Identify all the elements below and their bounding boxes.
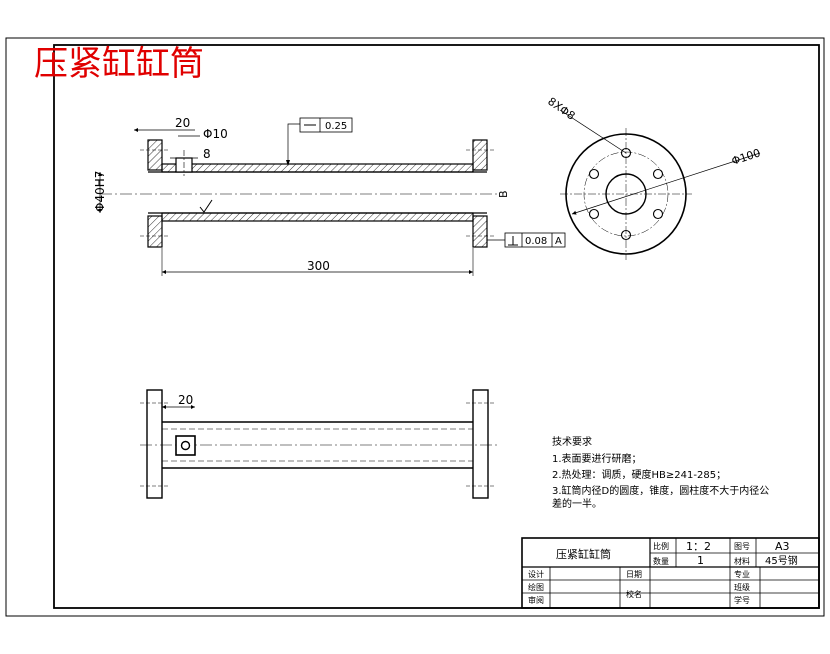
dim-8: 8 bbox=[203, 147, 211, 161]
dim-phi10: Φ10 bbox=[203, 127, 228, 141]
dim-20-top: 20 bbox=[175, 116, 190, 130]
tb-scale-label: 比例 bbox=[653, 541, 669, 551]
dim-8xm8: 8XΦ8 bbox=[545, 95, 577, 123]
tech-line-2: 2.热处理：调质，硬度HB≥241-285； bbox=[552, 468, 726, 481]
tb-review: 审阅 bbox=[528, 595, 544, 605]
dim-20-bottom: 20 bbox=[178, 393, 193, 407]
tb-draw: 绘图 bbox=[528, 582, 544, 592]
inner-border bbox=[53, 44, 820, 609]
front-dimensions: 20 Φ10 8 Φ40H7 300 B 0.25 0.08 A bbox=[93, 116, 566, 276]
tb-name: 压紧缸缸筒 bbox=[556, 547, 611, 561]
flange-end-view: 8XΦ8 Φ100 bbox=[545, 95, 762, 260]
front-section-view bbox=[100, 139, 500, 248]
tb-school: 校名 bbox=[626, 589, 642, 599]
straightness-value: 0.25 bbox=[325, 121, 347, 132]
top-view: 20 bbox=[140, 389, 500, 499]
tb-date: 日期 bbox=[626, 570, 642, 579]
dim-phi100: Φ100 bbox=[730, 146, 762, 168]
tb-qty-value: 1 bbox=[697, 554, 704, 567]
tech-line-3b: 差的一半。 bbox=[552, 497, 602, 510]
tb-design: 设计 bbox=[528, 569, 544, 579]
title-block bbox=[521, 537, 820, 609]
tech-heading: 技术要求 bbox=[552, 435, 592, 448]
tb-major: 专业 bbox=[734, 569, 750, 579]
title-block-text: 压紧缸缸筒 比例 1：2 数量 1 图号 A3 材料 45号钢 设计 绘图 审阅… bbox=[528, 540, 798, 605]
tb-class: 班级 bbox=[734, 582, 750, 592]
tech-line-1: 1.表面要进行研磨； bbox=[552, 452, 642, 465]
perp-datum: A bbox=[555, 236, 562, 247]
tb-sheet-label: 图号 bbox=[734, 542, 750, 551]
outer-border bbox=[5, 37, 825, 617]
tb-qty-label: 数量 bbox=[653, 556, 669, 566]
tb-student-no: 学号 bbox=[734, 595, 750, 605]
tb-material-value: 45号钢 bbox=[765, 554, 798, 567]
tb-sheet-value: A3 bbox=[775, 540, 790, 553]
drawing-title: 压紧缸缸筒 bbox=[34, 44, 204, 84]
dim-300: 300 bbox=[307, 259, 330, 273]
tb-material-label: 材料 bbox=[734, 556, 750, 566]
technical-requirements: 技术要求 1.表面要进行研磨； 2.热处理：调质，硬度HB≥241-285； 3… bbox=[552, 435, 769, 510]
dim-b: B bbox=[497, 190, 510, 198]
tech-line-3a: 3.缸筒内径D的圆度，锥度，圆柱度不大于内径公 bbox=[552, 484, 769, 497]
tb-scale-value: 1：2 bbox=[686, 540, 711, 553]
perp-value: 0.08 bbox=[525, 236, 547, 247]
dim-phi40h7: Φ40H7 bbox=[93, 171, 107, 212]
